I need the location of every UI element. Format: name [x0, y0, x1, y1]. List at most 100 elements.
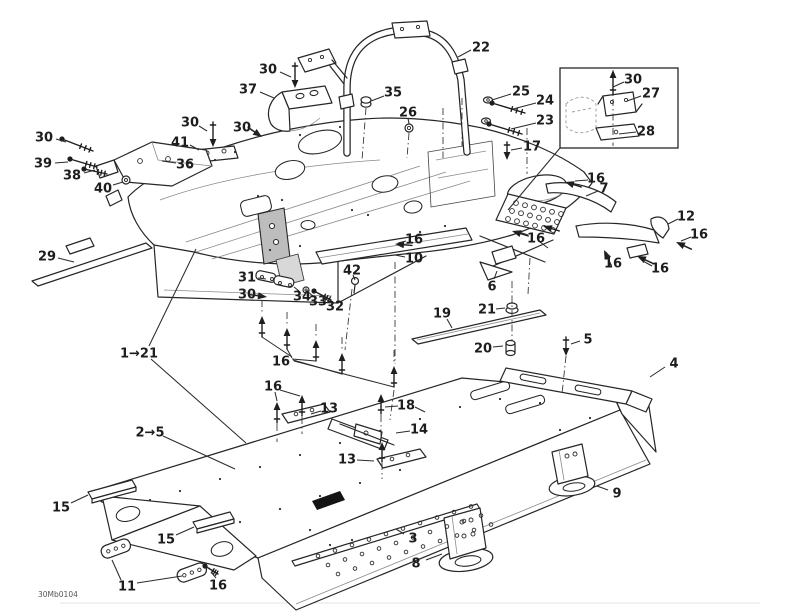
callout-25: 25 — [512, 85, 530, 100]
arrow-tail — [644, 259, 654, 264]
leader-line — [612, 81, 625, 88]
pin-arrowhead — [390, 366, 398, 374]
screw-thread-tick — [92, 163, 96, 170]
screw-thread-tick — [517, 130, 521, 136]
leader-line — [680, 236, 692, 242]
leader-line — [495, 307, 506, 310]
screw-thread-tick — [88, 146, 92, 153]
callout-30: 30 — [35, 131, 53, 146]
leader-line — [539, 241, 549, 249]
rear-bumper-4 — [499, 367, 653, 413]
perforations-layer — [315, 200, 564, 577]
perforation-hole — [434, 515, 440, 520]
leader-line — [210, 571, 217, 579]
callout-37: 37 — [239, 83, 257, 98]
datum-lines-layer — [261, 70, 614, 479]
perforation-hole — [335, 571, 341, 577]
perforation-hole — [505, 216, 511, 222]
callout-7: 7 — [599, 182, 608, 197]
leader-line — [570, 340, 581, 345]
perforation-hole — [461, 518, 467, 524]
callout-13: 13 — [338, 453, 356, 468]
pin-arrowhead — [273, 402, 281, 410]
perforation-hole — [417, 520, 423, 526]
wear-bar-19 — [411, 309, 547, 345]
rivet-dot — [338, 441, 342, 445]
leader-line — [642, 260, 653, 267]
arrow-head — [394, 241, 405, 249]
screw-thread-tick — [83, 145, 87, 151]
screw-icon — [489, 100, 526, 115]
callout-13: 13 — [320, 402, 338, 417]
callout-16: 16 — [405, 233, 423, 248]
gusset-hole — [115, 506, 141, 522]
rivet-dot — [418, 417, 422, 421]
leader-line — [512, 102, 537, 110]
screw-thread-tick — [79, 143, 83, 150]
steering-support-bracket — [257, 207, 291, 265]
arrow-tail — [683, 245, 693, 250]
leader-line — [493, 270, 498, 280]
callout-2→5: 2→5 — [136, 426, 165, 441]
bolt-pin-up-icon — [273, 402, 281, 424]
leader-line — [395, 528, 405, 535]
rivet-dot — [213, 158, 217, 162]
rivet-dot — [350, 538, 354, 542]
callout-30: 30 — [238, 288, 256, 303]
screw-thread-tick — [84, 160, 88, 167]
datum-line — [561, 355, 567, 395]
rivet-dot — [233, 150, 237, 154]
inset-connector-line — [507, 147, 561, 211]
shoulder-bolt-20 — [505, 339, 516, 357]
leader-line — [198, 125, 208, 132]
tunnel-slot — [470, 380, 511, 401]
callout-31: 31 — [238, 271, 256, 286]
screw-thread-tick — [510, 106, 514, 112]
perforation-hole — [488, 522, 494, 527]
leader-line — [291, 358, 317, 362]
leader-line — [261, 336, 293, 358]
bolt-pin-up-icon — [609, 70, 617, 95]
perforation-hole — [471, 527, 477, 533]
arrow-tail — [519, 232, 529, 237]
screw-thread-tick — [88, 161, 92, 169]
callout-16: 16 — [527, 232, 545, 247]
leader-line — [605, 251, 611, 259]
callout-30: 30 — [181, 116, 199, 131]
screw-shaft — [83, 168, 108, 175]
rivet-dot — [558, 428, 562, 432]
leader-line — [407, 117, 410, 125]
datum-line — [344, 288, 353, 351]
perforation-hole — [420, 544, 426, 549]
callout-30: 30 — [259, 63, 277, 78]
fin-12 — [650, 216, 670, 239]
leader-line — [414, 406, 426, 413]
callout-32: 32 — [326, 300, 344, 315]
screw-thread-tick — [100, 169, 103, 176]
bolt-pin-up-icon — [390, 366, 398, 388]
screw-thread-tick — [214, 570, 219, 576]
pin-arrowhead — [283, 328, 291, 336]
rivet-dot — [258, 465, 262, 469]
leader-line — [306, 290, 314, 297]
leader-line — [510, 147, 523, 151]
pin-arrowhead — [312, 340, 320, 348]
rivet-dot — [328, 543, 332, 547]
screw-head — [81, 166, 87, 172]
roll-bar-22 — [297, 20, 471, 157]
tunnel-reflector-sticker — [312, 491, 345, 510]
perforation-hole — [513, 200, 519, 206]
callout-16: 16 — [587, 172, 605, 187]
leader-line — [54, 161, 69, 164]
screw-thread-tick — [515, 107, 519, 114]
datum-line — [389, 389, 395, 421]
nut-40 — [121, 175, 131, 185]
leader-line — [394, 254, 406, 258]
callout-42: 42 — [343, 264, 361, 279]
nut-35 — [360, 96, 372, 108]
callout-5: 5 — [583, 333, 592, 348]
leader-line — [492, 345, 504, 348]
perforation-hole — [393, 540, 399, 546]
bolt-pin-up-icon — [298, 395, 306, 417]
rivet-dot — [218, 477, 222, 481]
